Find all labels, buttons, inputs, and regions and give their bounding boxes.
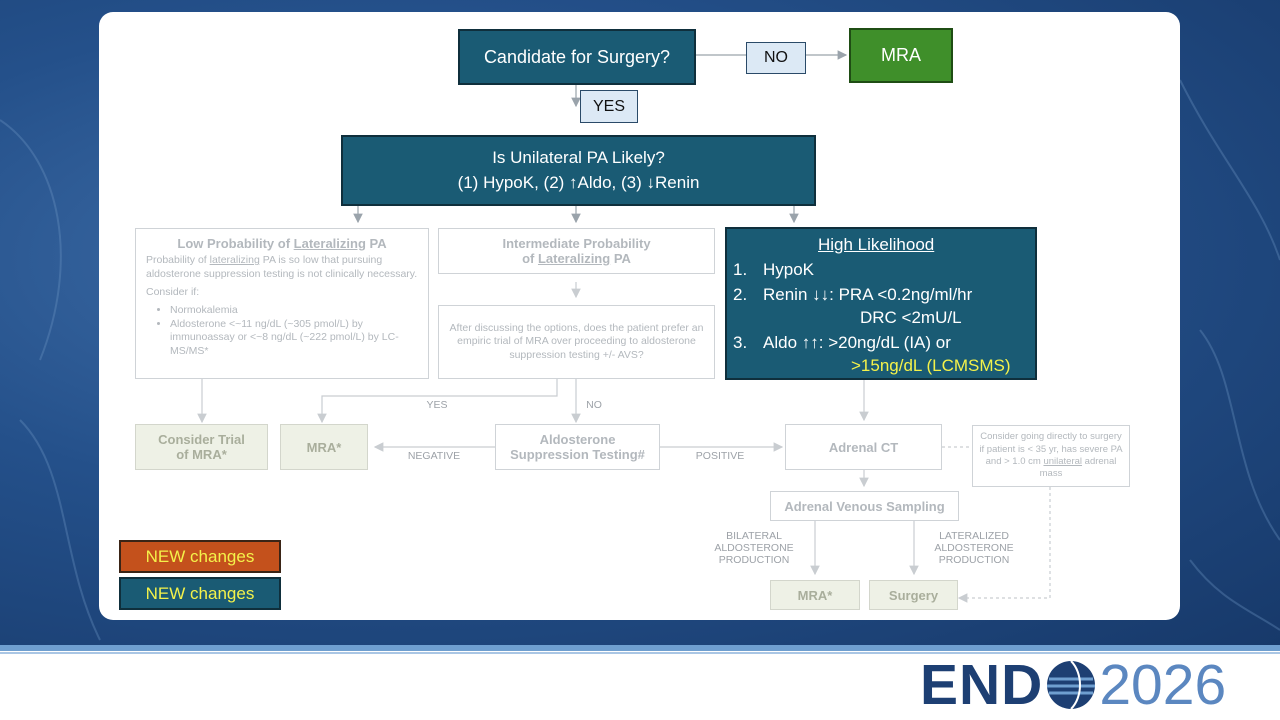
no-label-box: NO xyxy=(746,42,806,74)
mra-box: MRA xyxy=(849,28,953,83)
direct-note-underlined: unilateral xyxy=(1043,456,1083,467)
aldosterone-suppression-box: Aldosterone Suppression Testing# xyxy=(495,424,660,470)
low-title-pre: Low Probability of xyxy=(177,236,294,251)
mra-bottom-text: MRA* xyxy=(797,587,833,603)
legend-teal-swatch: NEW changes xyxy=(119,577,281,610)
consider-trial-text: Consider Trial of MRA* xyxy=(158,432,245,462)
intermediate-line2-underlined: Lateralizing xyxy=(537,251,611,266)
intermediate-question-text: After discussing the options, does the p… xyxy=(449,321,704,361)
flow-no-label: NO xyxy=(586,399,602,411)
legend-orange-label: NEW changes xyxy=(145,546,255,566)
mra-star-text: MRA* xyxy=(306,439,342,455)
flow-negative-label: NEGATIVE xyxy=(407,450,461,462)
connector-lines xyxy=(197,50,1051,603)
logo-year-text: 2026 xyxy=(1099,653,1227,717)
list-item: Aldosterone <~11 ng/dL (~305 pmol/L) by … xyxy=(170,318,418,359)
footer-accent-bar xyxy=(0,645,1280,651)
surgery-text: Surgery xyxy=(888,587,939,603)
intermediate-line2-post: PA xyxy=(610,251,631,266)
low-desc-post: PA is so low that pursuing aldosterone s… xyxy=(146,254,418,280)
consider-trial-mra-box: Consider Trial of MRA* xyxy=(135,424,268,470)
low-desc-underlined: lateralizing xyxy=(209,254,260,266)
avs-text: Adrenal Venous Sampling xyxy=(784,498,945,514)
legend-orange-swatch: NEW changes xyxy=(119,540,281,573)
low-bullet-list: Normokalemia Aldosterone <~11 ng/dL (~30… xyxy=(146,304,418,359)
unilateral-pa-box: Is Unilateral PA Likely? (1) HypoK, (2) … xyxy=(341,135,816,206)
list-item: Normokalemia xyxy=(170,304,418,318)
high-item1-text: HypoK xyxy=(763,260,815,279)
lateralized-label: LATERALIZED ALDOSTERONE PRODUCTION xyxy=(934,530,1014,566)
candidate-question-text: Candidate for Surgery? xyxy=(483,46,671,67)
yes-label-box: YES xyxy=(580,90,638,123)
high-item3-continued: >15ng/dL (LCMSMS) xyxy=(851,356,1011,375)
candidate-for-surgery-box: Candidate for Surgery? xyxy=(458,29,696,85)
logo-endo-text: END xyxy=(920,653,1044,717)
low-title-post: PA xyxy=(365,236,387,251)
direct-surgery-note-box: Consider going directly to surgery if pa… xyxy=(972,425,1130,487)
unilateral-criteria: (1) HypoK, (2) ↑Aldo, (3) ↓Renin xyxy=(457,172,700,192)
unilateral-question: Is Unilateral PA Likely? xyxy=(492,147,665,167)
legend-teal-label: NEW changes xyxy=(145,583,255,603)
intermediate-title-line2: of Lateralizing PA xyxy=(522,251,631,266)
low-probability-description: Probability of lateralizing PA is so low… xyxy=(146,254,418,281)
high-item1-number: 1. xyxy=(733,260,748,279)
yes-label: YES xyxy=(592,97,625,115)
globe-icon xyxy=(1047,660,1096,710)
direct-note-pre: Consider going directly to surgery if pa… xyxy=(979,431,1123,467)
mra-bottom-box: MRA* xyxy=(770,580,860,610)
low-probability-title: Low Probability of Lateralizing PA xyxy=(146,236,418,251)
adrenal-venous-sampling-box: Adrenal Venous Sampling xyxy=(770,491,959,521)
direct-note-post: adrenal mass xyxy=(1039,456,1117,480)
high-likelihood-title: High Likelihood xyxy=(818,235,935,254)
high-item2-text: Renin ↓↓: PRA <0.2ng/ml/hr xyxy=(763,285,973,304)
intermediate-title-line1: Intermediate Probability xyxy=(502,236,651,251)
neuron-texture-decoration xyxy=(0,79,1280,641)
aldosterone-suppression-text: Aldosterone Suppression Testing# xyxy=(510,432,645,462)
bilateral-label: BILATERAL ALDOSTERONE PRODUCTION xyxy=(714,530,794,566)
flow-yes-label: YES xyxy=(426,399,448,411)
intermediate-question-box: After discussing the options, does the p… xyxy=(438,305,715,379)
low-probability-box: Low Probability of Lateralizing PA Proba… xyxy=(135,228,429,379)
adrenal-ct-text: Adrenal CT xyxy=(828,439,899,455)
direct-surgery-note: Consider going directly to surgery if pa… xyxy=(979,431,1123,480)
intermediate-line2-pre: of xyxy=(522,251,538,266)
adrenal-ct-box: Adrenal CT xyxy=(785,424,942,470)
no-label: NO xyxy=(764,49,788,66)
mra-label: MRA xyxy=(881,45,921,65)
high-item2-number: 2. xyxy=(733,285,748,304)
high-item3-number: 3. xyxy=(733,333,748,352)
intermediate-probability-box: Intermediate Probability of Lateralizing… xyxy=(438,228,715,274)
low-consider-if: Consider if: xyxy=(146,286,200,299)
low-desc-pre: Probability of xyxy=(146,254,210,266)
endo-2026-logo: END 2026 xyxy=(920,653,1227,717)
high-item2-continued: DRC <2mU/L xyxy=(860,308,962,327)
footer-divider xyxy=(0,652,1280,654)
surgery-box: Surgery xyxy=(869,580,958,610)
low-title-underlined: Lateralizing xyxy=(293,236,366,251)
high-likelihood-box: High Likelihood 1. HypoK 2. Renin ↓↓: PR… xyxy=(725,227,1037,380)
slide-card: Candidate for Surgery? NO MRA YES Is Uni… xyxy=(99,12,1180,620)
mra-star-box: MRA* xyxy=(280,424,368,470)
high-item3-text: Aldo ↑↑: >20ng/dL (IA) or xyxy=(763,333,951,352)
flow-positive-label: POSITIVE xyxy=(695,450,745,462)
